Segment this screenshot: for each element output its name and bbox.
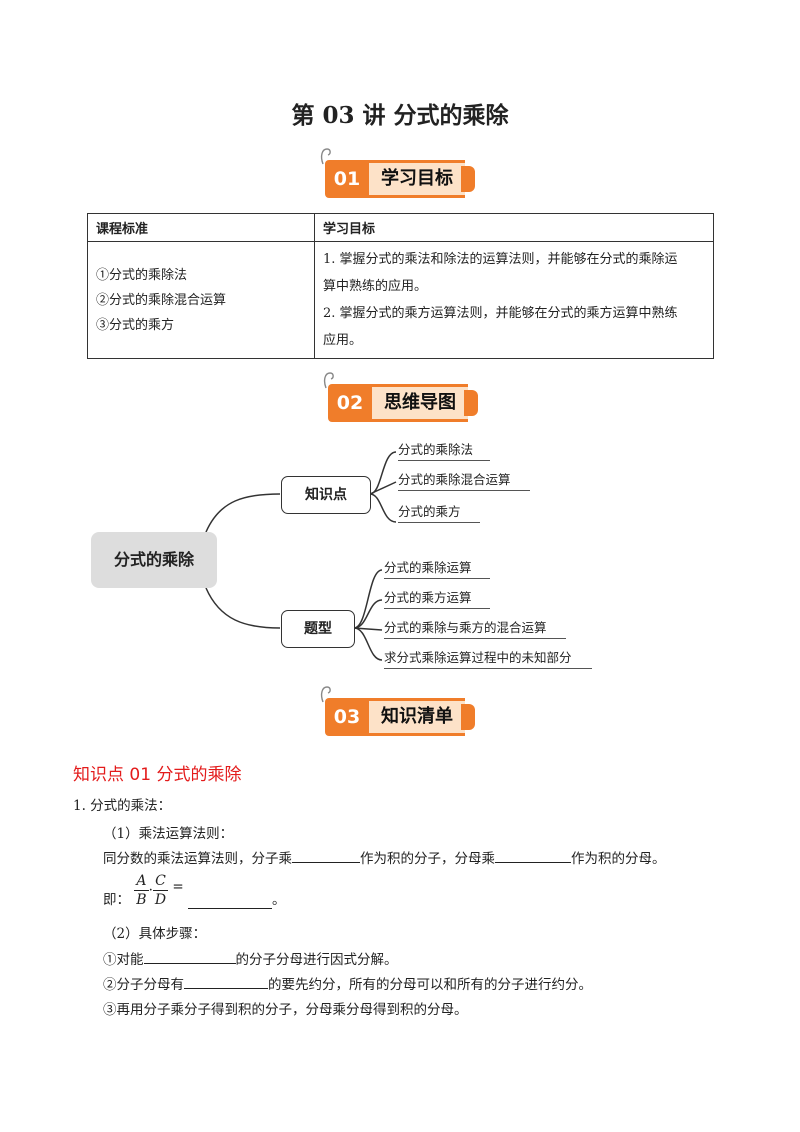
step-line: ③再用分子乘分子得到积的分子，分母乘分母得到积的分母。 <box>103 1002 468 1018</box>
banner-number: 02 <box>328 384 372 422</box>
standards-cell: ①分式的乘除法 ②分式的乘除混合运算 ③分式的乘方 <box>87 241 315 359</box>
section-banner-knowledge: 03 知识清单 <box>320 686 475 736</box>
banner-number: 01 <box>325 160 369 198</box>
banner-label: 知识清单 <box>369 698 465 736</box>
goal-line: 应用。 <box>323 333 363 348</box>
mindmap-leaf: 分式的乘除混合运算 <box>398 470 530 491</box>
mindmap-leaf: 分式的乘除与乘方的混合运算 <box>384 618 566 639</box>
fill-blank[interactable] <box>188 894 273 909</box>
dot-operator: · <box>148 882 153 899</box>
goals-cell: 1. 掌握分式的乘法和除法的运算法则，并能够在分式的乘除运 算中熟练的应用。 2… <box>314 241 714 359</box>
banner-tail <box>461 704 475 730</box>
fill-blank[interactable] <box>495 848 571 863</box>
paperclip-icon <box>323 372 334 389</box>
fill-blank[interactable] <box>292 848 360 863</box>
step-line: ①对能 的分子分母进行因式分解。 <box>103 948 398 968</box>
mindmap-branch-questions: 题型 <box>281 610 355 648</box>
knowledge-subheading: （2）具体步骤： <box>103 926 207 942</box>
mindmap-branch-knowledge: 知识点 <box>281 476 371 514</box>
denominator: B <box>136 892 147 908</box>
formula-prefix: 即： <box>103 892 130 908</box>
fill-blank[interactable] <box>184 974 268 989</box>
step-line: ②分子分母有 的要先约分，所有的分母可以和所有的分子进行约分。 <box>103 973 592 993</box>
banner-label: 学习目标 <box>369 160 465 198</box>
formula-line: 即： A B · C D = 。 <box>103 872 286 909</box>
standard-item: ①分式的乘除法 <box>96 267 188 283</box>
knowledge-point-heading: 知识点 01 分式的乘除 <box>73 765 242 785</box>
numerator: A <box>134 872 149 891</box>
step-text: ①对能 <box>103 952 144 968</box>
denominator: D <box>154 892 167 908</box>
banner-tail <box>461 166 475 192</box>
step-text: 的要先约分，所有的分母可以和所有的分子进行约分。 <box>268 977 592 993</box>
section-banner-objectives: 01 学习目标 <box>320 148 475 198</box>
mindmap-leaf: 分式的乘方 <box>398 502 480 523</box>
period: 。 <box>272 892 286 908</box>
rule-text: 同分数的乘法运算法则，分子乘 <box>103 851 292 867</box>
page-title: 第 03 讲 分式的乘除 <box>291 102 509 129</box>
goal-line: 2. 掌握分式的乘方运算法则，并能够在分式的乘方运算中熟练 <box>323 306 678 321</box>
rule-line: 同分数的乘法运算法则，分子乘 作为积的分子，分母乘 作为积的分母。 <box>103 847 666 867</box>
standard-item: ②分式的乘除混合运算 <box>96 292 227 308</box>
fill-blank[interactable] <box>143 949 236 964</box>
fraction-a-over-b: A B <box>134 872 149 909</box>
fraction-c-over-d: C D <box>152 872 169 909</box>
mindmap-leaf: 分式的乘方运算 <box>384 588 490 609</box>
table-header-goal: 学习目标 <box>314 213 714 242</box>
knowledge-subheading: （1）乘法运算法则： <box>103 826 234 842</box>
step-text: ②分子分母有 <box>103 977 184 993</box>
mindmap-root: 分式的乘除 <box>91 532 217 588</box>
goal-line: 1. 掌握分式的乘法和除法的运算法则，并能够在分式的乘除运 <box>323 252 678 267</box>
banner-number: 03 <box>325 698 369 736</box>
numerator: C <box>152 872 169 891</box>
paperclip-icon <box>320 148 331 165</box>
goal-line: 算中熟练的应用。 <box>323 279 428 294</box>
mindmap-leaf: 求分式乘除运算过程中的未知部分 <box>384 648 592 669</box>
mindmap-leaf: 分式的乘除法 <box>398 440 490 461</box>
mindmap-leaf: 分式的乘除运算 <box>384 558 490 579</box>
section-banner-mindmap: 02 思维导图 <box>323 372 478 422</box>
step-text: 的分子分母进行因式分解。 <box>235 952 398 968</box>
knowledge-item: 1. 分式的乘法： <box>73 798 172 814</box>
banner-label: 思维导图 <box>372 384 468 422</box>
rule-text: 作为积的分子，分母乘 <box>360 851 495 867</box>
rule-text: 作为积的分母。 <box>571 851 666 867</box>
standard-item: ③分式的乘方 <box>96 317 175 333</box>
equals-sign: = <box>172 879 184 895</box>
banner-tail <box>464 390 478 416</box>
paperclip-icon <box>320 686 331 703</box>
objectives-table: 课程标准 学习目标 ①分式的乘除法 ②分式的乘除混合运算 ③分式的乘方 1. 掌… <box>87 213 714 359</box>
